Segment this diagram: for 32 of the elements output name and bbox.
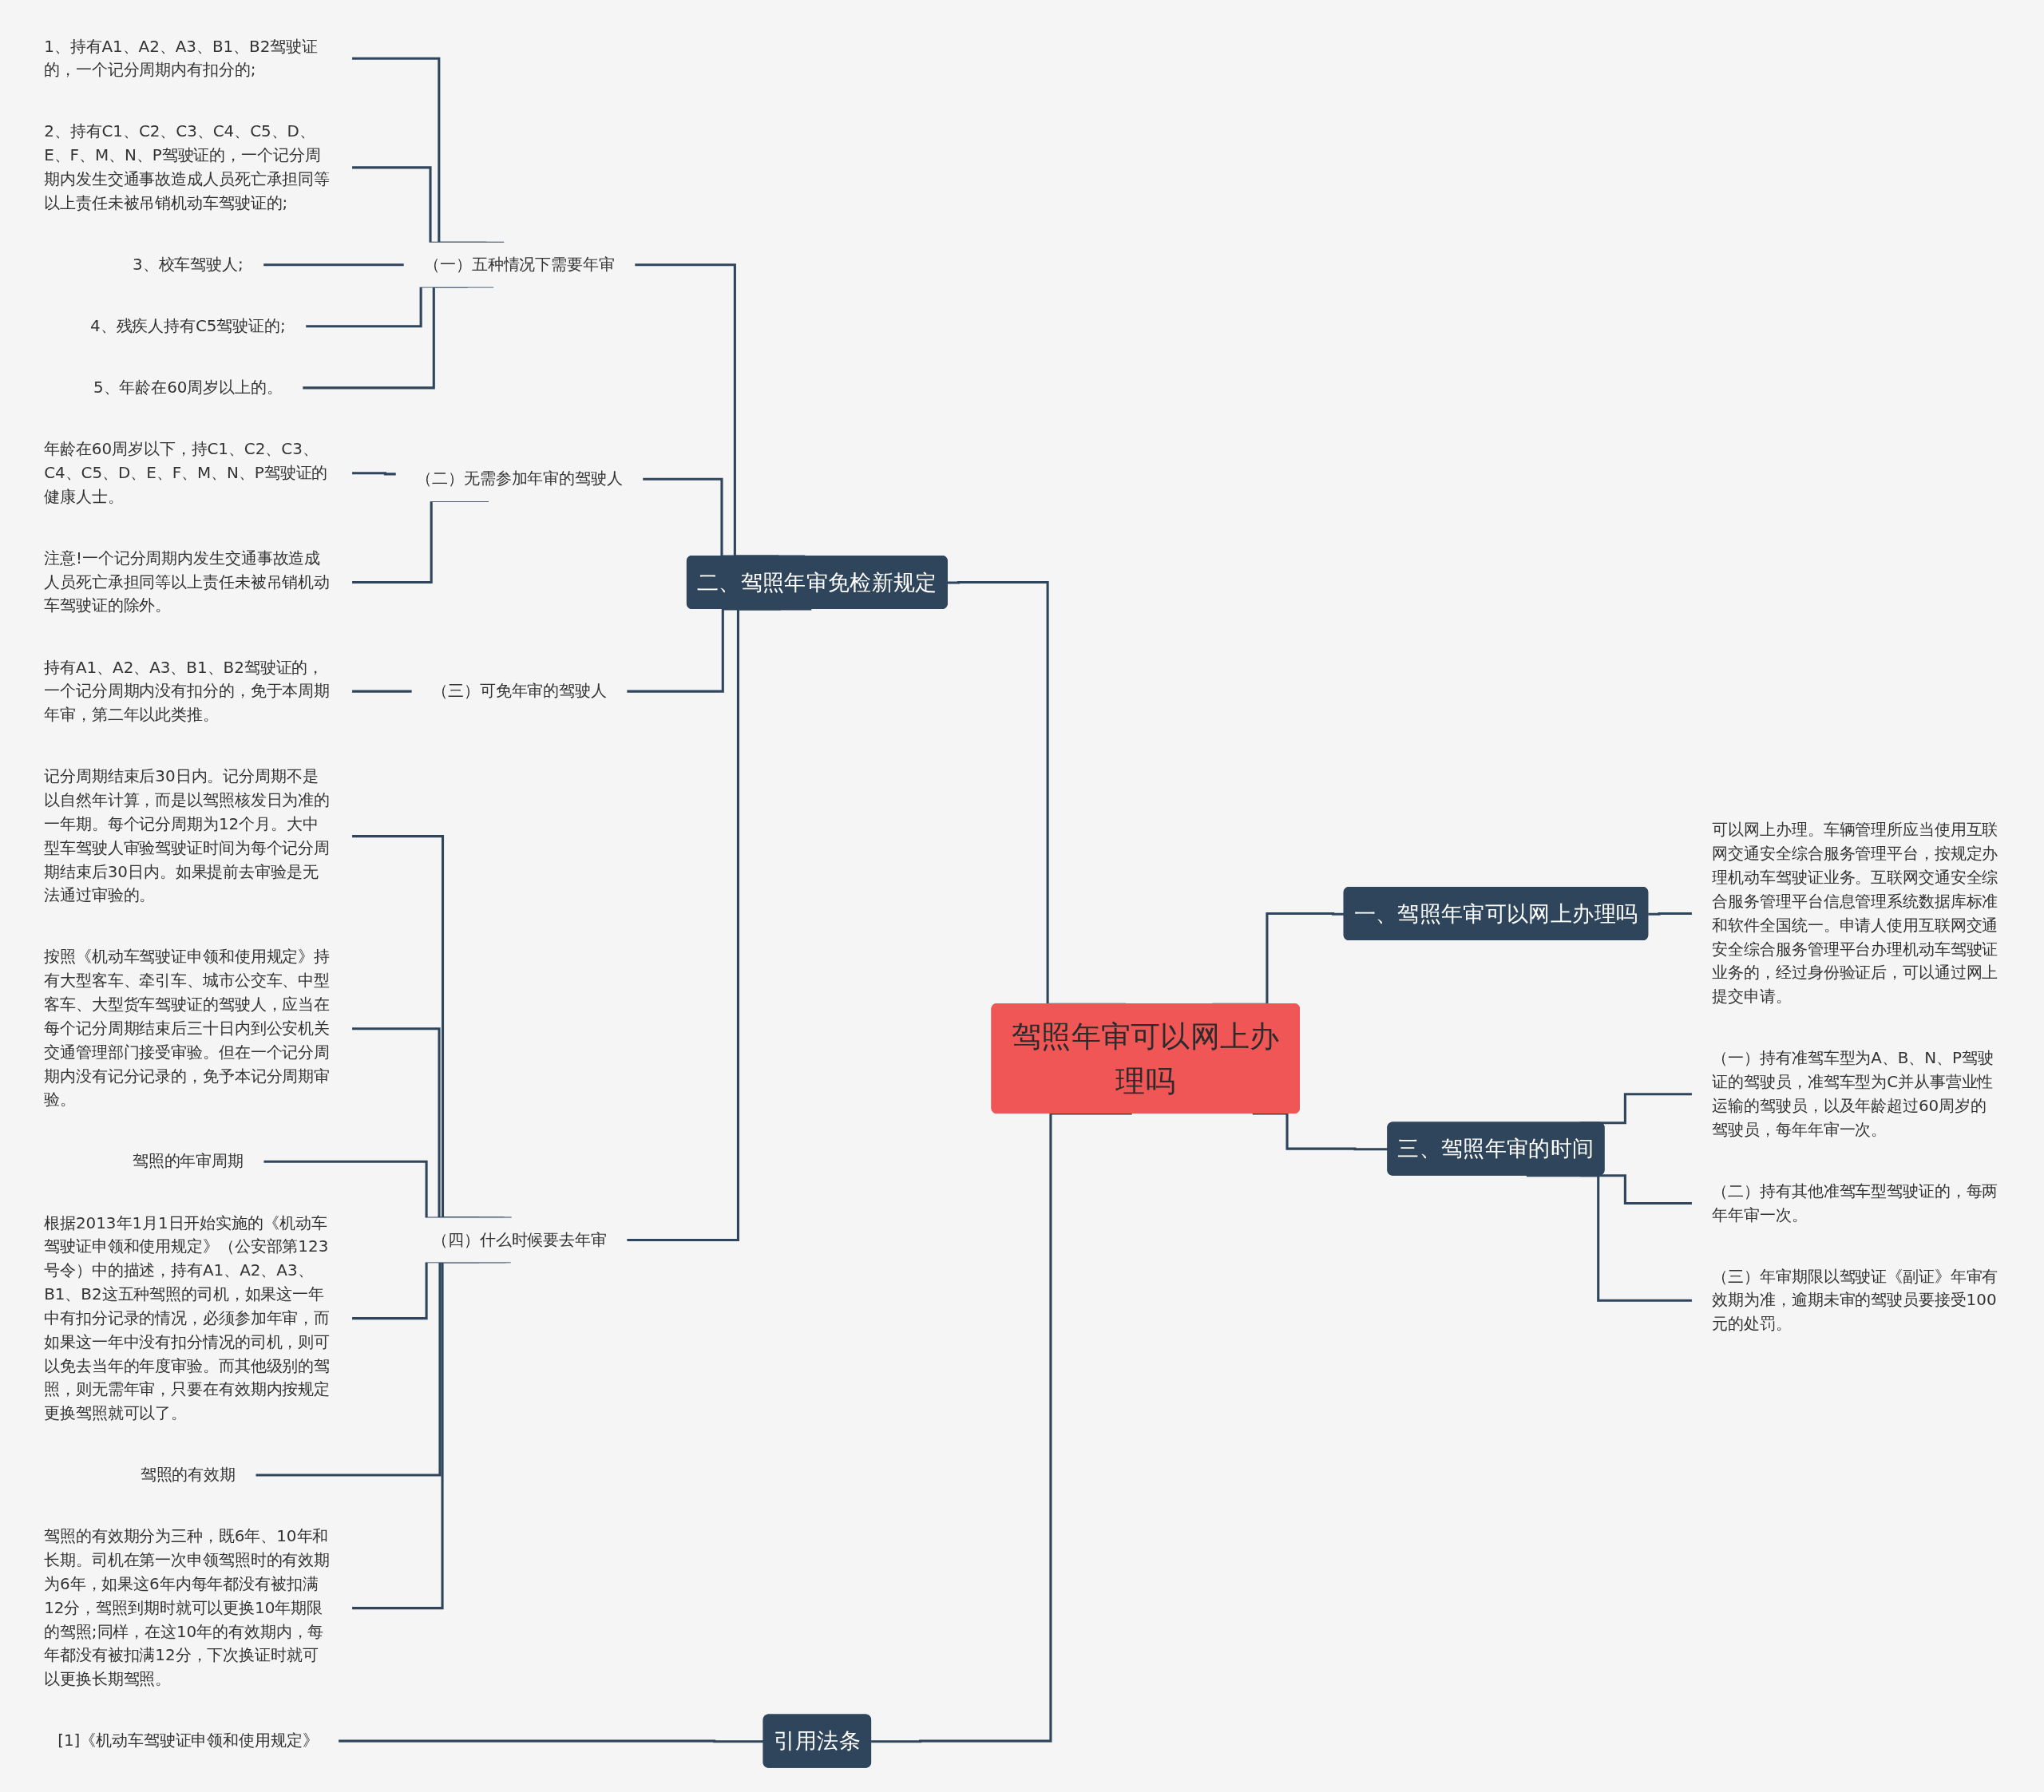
node-text: （一）持有准驾车型为A、B、N、P驾驶证的驾驶员，准驾车型为C并从事营业性运输的驾驶员，以及年龄超过60周岁的驾驶员，每年年审一次。 [1712,1048,1994,1139]
connector [351,57,505,244]
node-text: 记分周期结束后30日内。记分周期不是以自然年计算，而是以驾照核发日为准的一年期。每个记分周期为12个月。大中型车驾驶人审验驾驶证时间为每个记分周期结束后30日内。如果提前去审验是无法通过审验的。 [44,766,331,905]
node-text: 按照《机动车驾驶证申领和使用规定》持有大型客车、牵引车、城市公交车、中型客车、大型货车驾驶证的驾驶人，应当在每个记分周期结束后三十日内到公安机关交通管理部门接受审验。但在一个记分周期内没有记分记录的，免予本记分周期审验。 [44,947,331,1110]
node-text: 注意!一个记分周期内发生交通事故造成人员死亡承担同等以上责任未被吊销机动车驾驶证的除外。 [44,548,331,615]
node-text: 根据2013年1月1日开始实施的《机动车驾驶证申领和使用规定》（公安部第123号令）中的描述，持有A1、A2、A3、B1、B2这五种驾照的司机，如果这一年中有扣分记录的情况，必须参加年审，而如果这一年中没有扣分情况的司机，则可以免去当年的年度审验。而其他级别的驾照，则无需年审，只要在有效期内按规定更换驾照就可以了。 [44,1212,331,1423]
connector [1526,1174,1693,1302]
connector [351,1260,511,1610]
connector [1648,912,1693,916]
node-text: 3、校车驾驶人; [133,255,244,274]
connector [263,263,405,267]
node-text: 4、残疾人持有C5驾驶证的; [89,316,286,335]
node-text: 可以网上办理。车辆管理所应当使用互联网交通安全综合服务管理平台，按规定办理机动车驾驶证业务。互联网交通安全综合服务管理平台信息管理系统数据库标准和软件全国统一。申请人使用互联网交通安全综合服务管理平台办理机动车驾驶证业务的，经过身份验证后，可以通过网上提交申请。 [1712,820,1998,1007]
node-text: 驾照的年审周期 [132,1151,244,1171]
node-text: （三）可免年审的驾驶人 [432,681,607,701]
connector [351,166,487,244]
connector [351,472,397,476]
connector [338,1739,764,1743]
connector [351,690,413,693]
node-text: 驾照的有效期分为三种，既6年、10年和长期。司机在第一次申领驾照时的有效期为6年，如果这6年内每年都没有被扣满12分，驾照到期时就可以更换10年期限的驾照;同样，在这10年的有效期内，每年都没有被扣满12分，下次换证时就可以更换长期驾照。 [44,1526,331,1689]
node-text: （三）年审期限以驾驶证《副证》年审有效期为准，逾期未审的驾驶员要接受100元的处罚。 [1712,1267,1998,1334]
node-text: （二）持有其他准驾车型驾驶证的，每两年年审一次。 [1712,1181,1998,1224]
node-text: 年龄在60周岁以下，持C1、C2、C3、C4、C5、D、E、F、M、N、P驾驶证的健康人士。 [44,439,328,506]
connector [871,1112,1132,1743]
node-text: 持有A1、A2、A3、B1、B2驾驶证的，一个记分周期内没有扣分的，免于本周期年审，第二年以此类推。 [44,657,331,725]
connector [1252,1112,1388,1151]
node-text: 驾照的有效期 [140,1465,236,1485]
node-text: 5、年龄在60周岁以上的。 [93,378,283,398]
connector [626,607,812,1242]
node-text: 2、持有C1、C2、C3、C4、C5、D、E、F、M、N、P驾驶证的，一个记分周期内发生交通事故造成人员死亡承担同等以上责任未被吊销机动车驾驶证的; [44,121,331,212]
node-text: [1]《机动车驾驶证申领和使用规定》 [57,1731,319,1750]
node-text: 1、持有A1、A2、A3、B1、B2驾驶证的，一个记分周期内有扣分的; [44,36,319,80]
